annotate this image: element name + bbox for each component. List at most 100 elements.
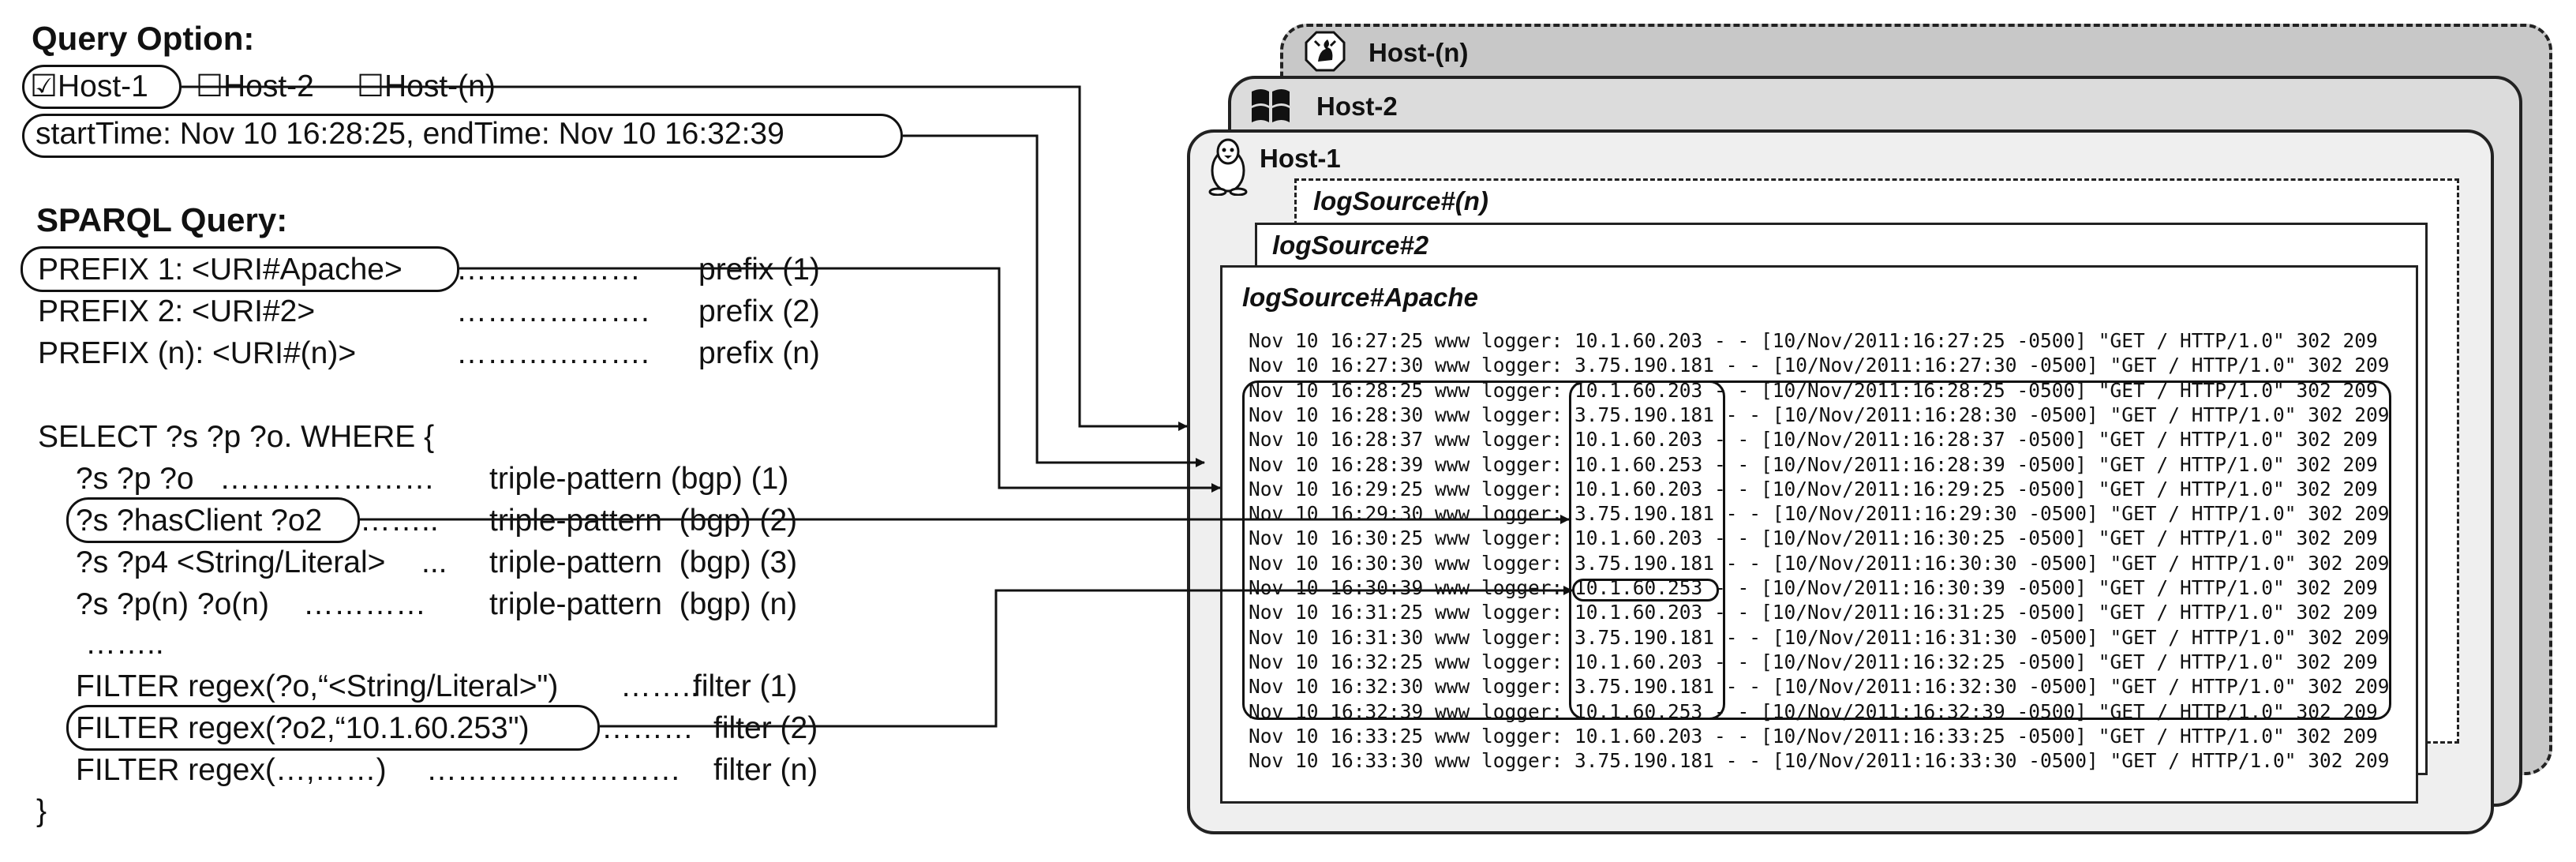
log-request: - - [10/Nov/2011:16:32:30 -0500] "GET / … [1714,675,2390,699]
pattern-3-dots: ... [421,545,447,579]
log-client-ip: 10.1.60.253 [1574,452,1703,476]
log-timestamp-host: Nov 10 16:27:25 www logger: [1249,329,1575,352]
pattern-3-label: triple-pattern (bgp) (3) [489,545,798,579]
log-request: - - [10/Nov/2011:16:29:30 -0500] "GET / … [1714,502,2390,526]
prefix-1-highlight [21,246,459,292]
log-client-ip: 3.75.190.181 [1574,675,1715,699]
filter-n-dots: ……….…………… [426,753,681,787]
log-timestamp-host: Nov 10 16:28:39 www logger: [1249,452,1575,476]
log-line: Nov 10 16:27:30 www logger: 3.75.190.181… [1249,356,2390,376]
log-line: Nov 10 16:28:39 www logger: 10.1.60.253 … [1249,455,2378,475]
log-line: Nov 10 16:33:25 www logger: 10.1.60.203 … [1249,724,2378,748]
time-window-box [1242,380,2391,720]
filter-1-text: FILTER regex(?o,“<String/Literal>") [76,669,559,703]
client-ip-column-box [1569,380,1725,720]
prefix-n-dots: ………………. [456,336,650,370]
log-client-ip: 3.75.190.181 [1574,403,1715,426]
log-line: Nov 10 16:27:25 www logger: 10.1.60.203 … [1249,329,2378,352]
log-request: - - [10/Nov/2011:16:27:25 -0500] "GET / … [1702,329,2378,352]
log-request: - - [10/Nov/2011:16:32:25 -0500] "GET / … [1702,650,2378,673]
log-request: - - [10/Nov/2011:16:33:30 -0500] "GET / … [1714,749,2390,773]
host-1-title: Host-1 [1260,144,1341,173]
log-request: - - [10/Nov/2011:16:29:25 -0500] "GET / … [1702,477,2378,500]
log-request: - - [10/Nov/2011:16:30:39 -0500] "GET / … [1702,576,2378,599]
prefix-1-connector [459,267,1221,493]
log-request: - - [10/Nov/2011:16:30:30 -0500] "GET / … [1714,551,2390,575]
log-line: Nov 10 16:30:25 www logger: 10.1.60.203 … [1249,529,2378,549]
log-client-ip: 10.1.60.203 [1574,378,1703,402]
log-timestamp-host: Nov 10 16:33:25 www logger: [1249,724,1575,748]
filter-n-label: filter (n) [713,753,818,787]
log-source-apache-title: logSource#Apache [1242,283,1478,312]
pattern-2-highlight [66,497,360,543]
log-timestamp-host: Nov 10 16:28:25 www logger: [1249,378,1575,402]
log-client-ip: 10.1.60.203 [1574,329,1703,352]
log-timestamp-host: Nov 10 16:29:25 www logger: [1249,477,1575,500]
log-request: - - [10/Nov/2011:16:28:37 -0500] "GET / … [1702,428,2378,452]
log-source-2-title: logSource#2 [1272,230,1429,260]
log-request: - - [10/Nov/2011:16:28:30 -0500] "GET / … [1714,403,2390,426]
pattern-n-dots: ………… [303,587,426,621]
pattern-3-text: ?s ?p4 <String/Literal> [76,545,386,579]
filter-2-dots: ……… [601,711,694,745]
prefix-2-label: prefix (2) [698,294,820,328]
pattern-n-text: ?s ?p(n) ?o(n) [76,587,269,621]
log-timestamp-host: Nov 10 16:32:25 www logger: [1249,650,1575,673]
time-range-connector [903,134,1205,467]
log-line: Nov 10 16:30:30 www logger: 3.75.190.181… [1249,551,2390,575]
log-line: Nov 10 16:28:30 www logger: 3.75.190.181… [1249,403,2390,426]
pattern-1-dots: ………………… [219,462,435,496]
log-client-ip: 3.75.190.181 [1574,551,1715,575]
pattern-1-label: triple-pattern (bgp) (1) [489,462,789,496]
log-line: Nov 10 16:32:25 www logger: 10.1.60.203 … [1249,650,2378,673]
linux-tux-icon [1204,136,1252,197]
log-timestamp-host: Nov 10 16:31:25 www logger: [1249,601,1575,624]
host-1-label: Host-1 [57,69,148,103]
prefix-2-dots: ………………. [456,294,650,328]
log-timestamp-host: Nov 10 16:30:39 www logger: [1249,576,1575,599]
prefix-2-text: PREFIX 2: <URI#2> [38,294,316,328]
select-clause: SELECT ?s ?p ?o. WHERE { [38,420,435,454]
log-line: Nov 10 16:31:30 www logger: 3.75.190.181… [1249,628,2390,648]
matched-ip-box [1572,579,1719,602]
log-client-ip: 10.1.60.203 [1574,527,1703,550]
log-source-apache-panel [1220,265,2418,804]
pattern-n-label: triple-pattern (bgp) (n) [489,587,798,621]
log-line: Nov 10 16:32:30 www logger: 3.75.190.181… [1249,675,2390,699]
filter-1-dots: …….. [620,669,699,703]
pattern-2-text: ?s ?hasClient ?o2 [76,504,323,538]
log-client-ip: 10.1.60.203 [1574,428,1703,452]
log-client-ip: 3.75.190.181 [1574,625,1715,649]
log-timestamp-host: Nov 10 16:28:37 www logger: [1249,428,1575,452]
time-range-highlight [22,114,903,158]
filter-n-text: FILTER regex(…,……) [76,753,387,787]
log-line: Nov 10 16:33:30 www logger: 3.75.190.181… [1249,751,2390,771]
close-brace: } [36,794,47,828]
prefix-1-text: PREFIX 1: <URI#Apache> [38,253,402,287]
log-source-n-title: logSource#(n) [1313,186,1488,216]
host-n-title: Host-(n) [1368,38,1469,67]
log-request: - - [10/Nov/2011:16:27:30 -0500] "GET / … [1714,354,2390,377]
log-line: Nov 10 16:30:39 www logger: 10.1.60.253 … [1249,576,2378,599]
log-timestamp-host: Nov 10 16:30:25 www logger: [1249,527,1575,550]
log-client-ip: 10.1.60.203 [1574,724,1703,748]
log-client-ip: 3.75.190.181 [1574,502,1715,526]
sparql-query-heading: SPARQL Query: [36,201,288,238]
filter-2-text: FILTER regex(?o2,“10.1.60.253") [76,711,530,745]
log-client-ip: 10.1.60.203 [1574,477,1703,500]
log-request: - - [10/Nov/2011:16:33:25 -0500] "GET / … [1702,724,2378,748]
log-line: Nov 10 16:29:25 www logger: 10.1.60.203 … [1249,477,2378,500]
windows-icon [1249,85,1293,126]
log-timestamp-host: Nov 10 16:31:30 www logger: [1249,625,1575,649]
prefix-n-label: prefix (n) [698,336,820,370]
log-request: - - [10/Nov/2011:16:31:25 -0500] "GET / … [1702,601,2378,624]
prefix-n-text: PREFIX (n): <URI#(n)> [38,336,357,370]
log-timestamp-host: Nov 10 16:33:30 www logger: [1249,749,1575,773]
host-1-connector [182,85,1188,431]
log-client-ip: 10.1.60.203 [1574,650,1703,673]
log-client-ip: 10.1.60.203 [1574,601,1703,624]
log-timestamp-host: Nov 10 16:32:30 www logger: [1249,675,1575,699]
filter-2-connector [600,586,1573,728]
pattern-ellipsis: …….. [85,627,164,661]
